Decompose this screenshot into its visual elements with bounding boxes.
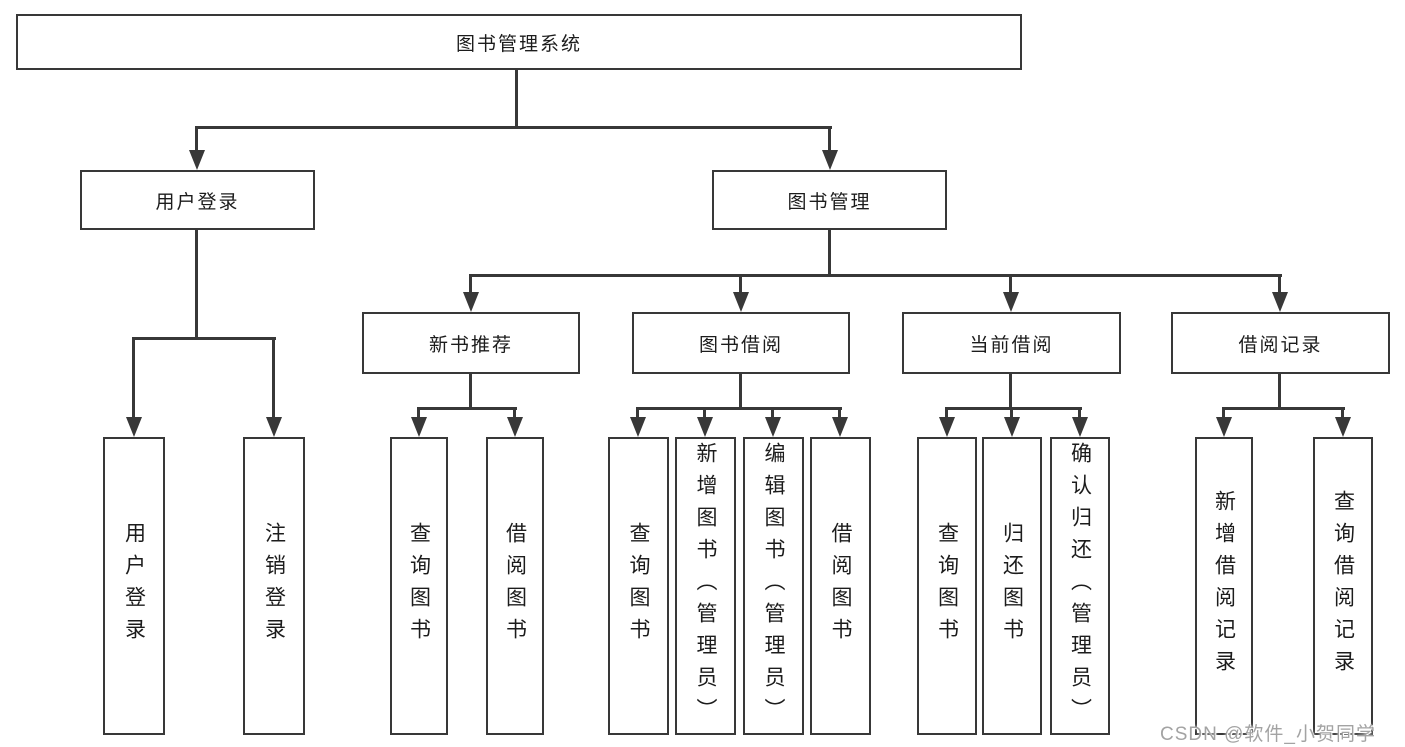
arrow-down-icon [1216,417,1232,437]
leaf-edit-book-admin: 编辑图书（管理员） [743,437,804,735]
connector-line [838,407,841,421]
connector-line [828,230,831,277]
connector-line [1009,274,1012,296]
connector-line [636,407,639,421]
arrow-down-icon [733,292,749,312]
leaf-query-borrow-record-label: 查询借阅记录 [1331,490,1355,682]
node-user-login: 用户登录 [80,170,315,230]
arrow-down-icon [939,417,955,437]
node-root-label: 图书管理系统 [455,33,582,55]
leaf-query-books-borrowing-label: 查询图书 [627,522,650,650]
leaf-query-books-current-label: 查询图书 [935,522,959,650]
leaf-return-books: 归还图书 [982,437,1042,735]
arrow-down-icon [822,150,838,170]
node-borrowing-records-label: 借阅记录 [1238,334,1323,356]
connector-line [133,337,276,340]
leaf-add-borrow-record-label: 新增借阅记录 [1212,490,1236,682]
node-new-book-recommendation-label: 新书推荐 [428,334,513,356]
connector-line [739,374,742,410]
connector-line [1010,407,1013,421]
csdn-watermark: CSDN @软件_小贺同学 [1160,724,1376,745]
connector-line [417,407,420,421]
connector-line [132,337,135,421]
leaf-query-books-recommend-label: 查询图书 [407,522,431,650]
connector-line [469,274,1282,277]
node-current-borrowing: 当前借阅 [902,312,1121,374]
arrow-down-icon [411,417,427,437]
connector-line [196,126,832,129]
arrow-down-icon [1072,417,1088,437]
node-book-borrowing: 图书借阅 [632,312,850,374]
arrow-down-icon [463,292,479,312]
arrow-down-icon [189,150,205,170]
leaf-confirm-return-admin-label: 确认归还（管理员） [1068,442,1092,730]
arrow-down-icon [697,417,713,437]
leaf-logout-label: 注销登录 [262,522,286,650]
leaf-user-login: 用户登录 [103,437,165,735]
node-user-login-label: 用户登录 [155,191,240,213]
arrow-down-icon [1004,417,1020,437]
node-current-borrowing-label: 当前借阅 [969,334,1054,356]
connector-line [1222,407,1345,410]
leaf-add-book-admin: 新增图书（管理员） [675,437,736,735]
arrow-down-icon [126,417,142,437]
connector-line [945,407,1082,410]
leaf-query-books-borrowing: 查询图书 [608,437,669,735]
leaf-borrow-books-recommend: 借阅图书 [486,437,544,735]
connector-line [637,407,842,410]
arrow-down-icon [1003,292,1019,312]
arrow-down-icon [1272,292,1288,312]
connector-line [1222,407,1225,421]
connector-line [195,126,198,154]
connector-line [945,407,948,421]
node-new-book-recommendation: 新书推荐 [362,312,580,374]
leaf-query-borrow-record: 查询借阅记录 [1313,437,1373,735]
leaf-borrow-books-borrowing: 借阅图书 [810,437,871,735]
connector-line [1341,407,1344,421]
arrow-down-icon [507,417,523,437]
connector-line [1009,374,1012,410]
connector-line [515,70,518,128]
arrow-down-icon [765,417,781,437]
arrow-down-icon [832,417,848,437]
connector-line [1278,374,1281,410]
node-book-management: 图书管理 [712,170,947,230]
arrow-down-icon [266,417,282,437]
connector-line [272,337,275,421]
node-book-management-label: 图书管理 [787,191,872,213]
connector-line [195,230,198,340]
connector-line [1078,407,1081,421]
node-root: 图书管理系统 [16,14,1022,70]
arrow-down-icon [1335,417,1351,437]
leaf-add-book-admin-label: 新增图书（管理员） [694,442,717,730]
connector-line [771,407,774,421]
leaf-borrow-books-borrowing-label: 借阅图书 [829,522,852,650]
leaf-confirm-return-admin: 确认归还（管理员） [1050,437,1110,735]
leaf-logout: 注销登录 [243,437,305,735]
node-borrowing-records: 借阅记录 [1171,312,1390,374]
connector-line [703,407,706,421]
leaf-return-books-label: 归还图书 [1000,522,1024,650]
leaf-borrow-books-recommend-label: 借阅图书 [503,522,527,650]
connector-line [739,274,742,296]
connector-line [513,407,516,421]
leaf-edit-book-admin-label: 编辑图书（管理员） [762,442,785,730]
arrow-down-icon [630,417,646,437]
connector-line [469,274,472,296]
connector-line [469,374,472,410]
leaf-user-login-label: 用户登录 [122,522,146,650]
connector-line [828,126,831,154]
connector-line [417,407,517,410]
node-book-borrowing-label: 图书借阅 [698,334,783,356]
connector-line [1278,274,1281,296]
leaf-query-books-current: 查询图书 [917,437,977,735]
leaf-query-books-recommend: 查询图书 [390,437,448,735]
leaf-add-borrow-record: 新增借阅记录 [1195,437,1253,735]
